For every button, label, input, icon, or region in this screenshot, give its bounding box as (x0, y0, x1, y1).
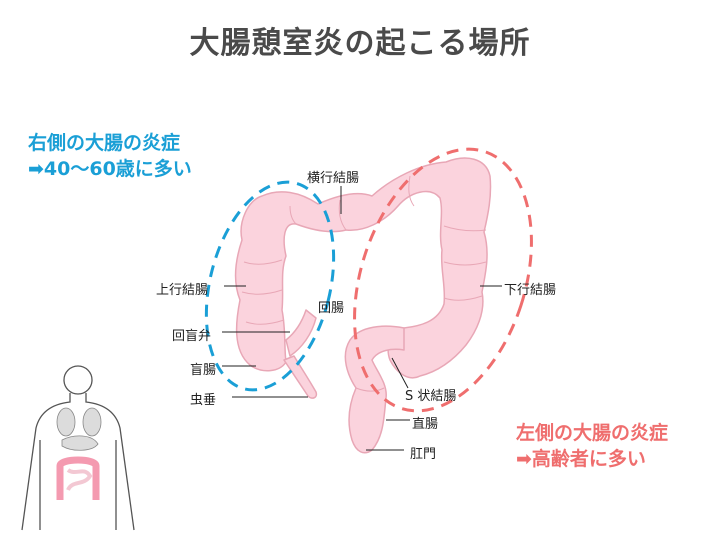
colon-upper-loop (234, 157, 492, 379)
haustra-lines (241, 175, 487, 392)
label-sigmoid-colon: S 状結腸 (405, 389, 457, 404)
leader-lines (222, 186, 502, 451)
body-thumbnail (21, 365, 135, 531)
left-side-note-line1: 左側の大腸の炎症 (516, 422, 669, 444)
label-descending-colon: 下行結腸 (504, 283, 557, 298)
appendix-shape (283, 355, 318, 399)
label-ileum: 回腸 (318, 301, 345, 316)
label-anus: 肛門 (410, 447, 437, 462)
label-rectum: 直腸 (412, 417, 439, 432)
right-side-note-line2: ➡40〜60歳に多い (28, 158, 192, 180)
label-transverse-colon: 横行結腸 (307, 171, 360, 186)
ileum-shape (285, 309, 317, 357)
label-cecum: 盲腸 (190, 363, 217, 378)
right-side-note: 右側の大腸の炎症 ➡40〜60歳に多い (28, 130, 192, 182)
label-ileocecal-valve: 回盲弁 (172, 329, 212, 344)
right-side-note-line1: 右側の大腸の炎症 (28, 132, 181, 154)
label-ascending-colon: 上行結腸 (156, 283, 209, 298)
left-side-note: 左側の大腸の炎症 ➡高齢者に多い (516, 420, 668, 472)
page-title: 大腸憩室炎の起こる場所 (189, 26, 531, 61)
left-side-note-line2: ➡高齢者に多い (516, 448, 646, 470)
label-appendix: 虫垂 (190, 393, 217, 408)
colon-illustration (234, 157, 492, 454)
right-colon-highlight-circle (204, 180, 336, 392)
left-colon-highlight-circle (353, 147, 533, 413)
